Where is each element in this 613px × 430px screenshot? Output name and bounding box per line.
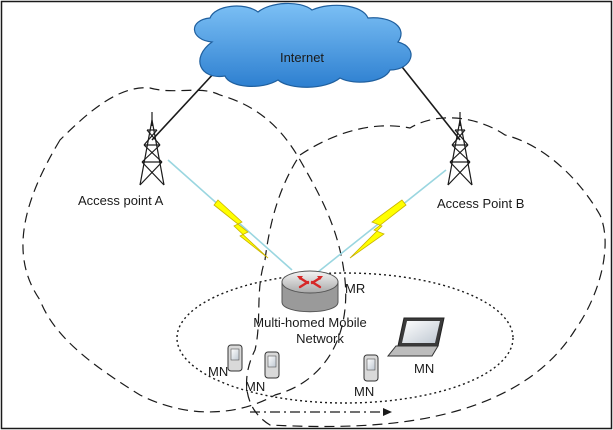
coverage-area-b <box>246 117 606 428</box>
wireless-link-a-icon <box>167 159 293 271</box>
access-point-a-label: Access point A <box>78 193 164 208</box>
mobile-node-phone-icon <box>227 344 243 372</box>
mobile-node-phone-icon <box>363 354 379 382</box>
mobile-router-icon <box>281 270 339 313</box>
internet-label: Internet <box>280 50 324 65</box>
mobile-network-boundary <box>176 272 514 404</box>
internet-cloud-icon <box>193 2 412 88</box>
link-internet-to-ap-b <box>394 57 461 141</box>
network-label-line2: Network <box>296 331 344 346</box>
coverage-area-a <box>22 87 347 413</box>
mobile-node-laptop-icon <box>386 317 445 357</box>
mobile-node-phone-icon <box>264 351 280 379</box>
access-point-a-tower-icon <box>139 112 165 186</box>
mobile-node-label: MN <box>245 379 265 394</box>
mobile-node-label: MN <box>354 384 374 399</box>
movement-arrow-head <box>383 408 392 416</box>
mobile-router-label: MR <box>345 281 365 296</box>
mobile-node-label: MN <box>208 364 228 379</box>
wireless-link-b-icon <box>317 169 447 273</box>
access-point-b-label: Access Point B <box>437 196 524 211</box>
network-label-line1: Multi-homed Mobile <box>253 315 366 330</box>
access-point-b-tower-icon <box>447 112 473 186</box>
mobile-node-label: MN <box>414 361 434 376</box>
